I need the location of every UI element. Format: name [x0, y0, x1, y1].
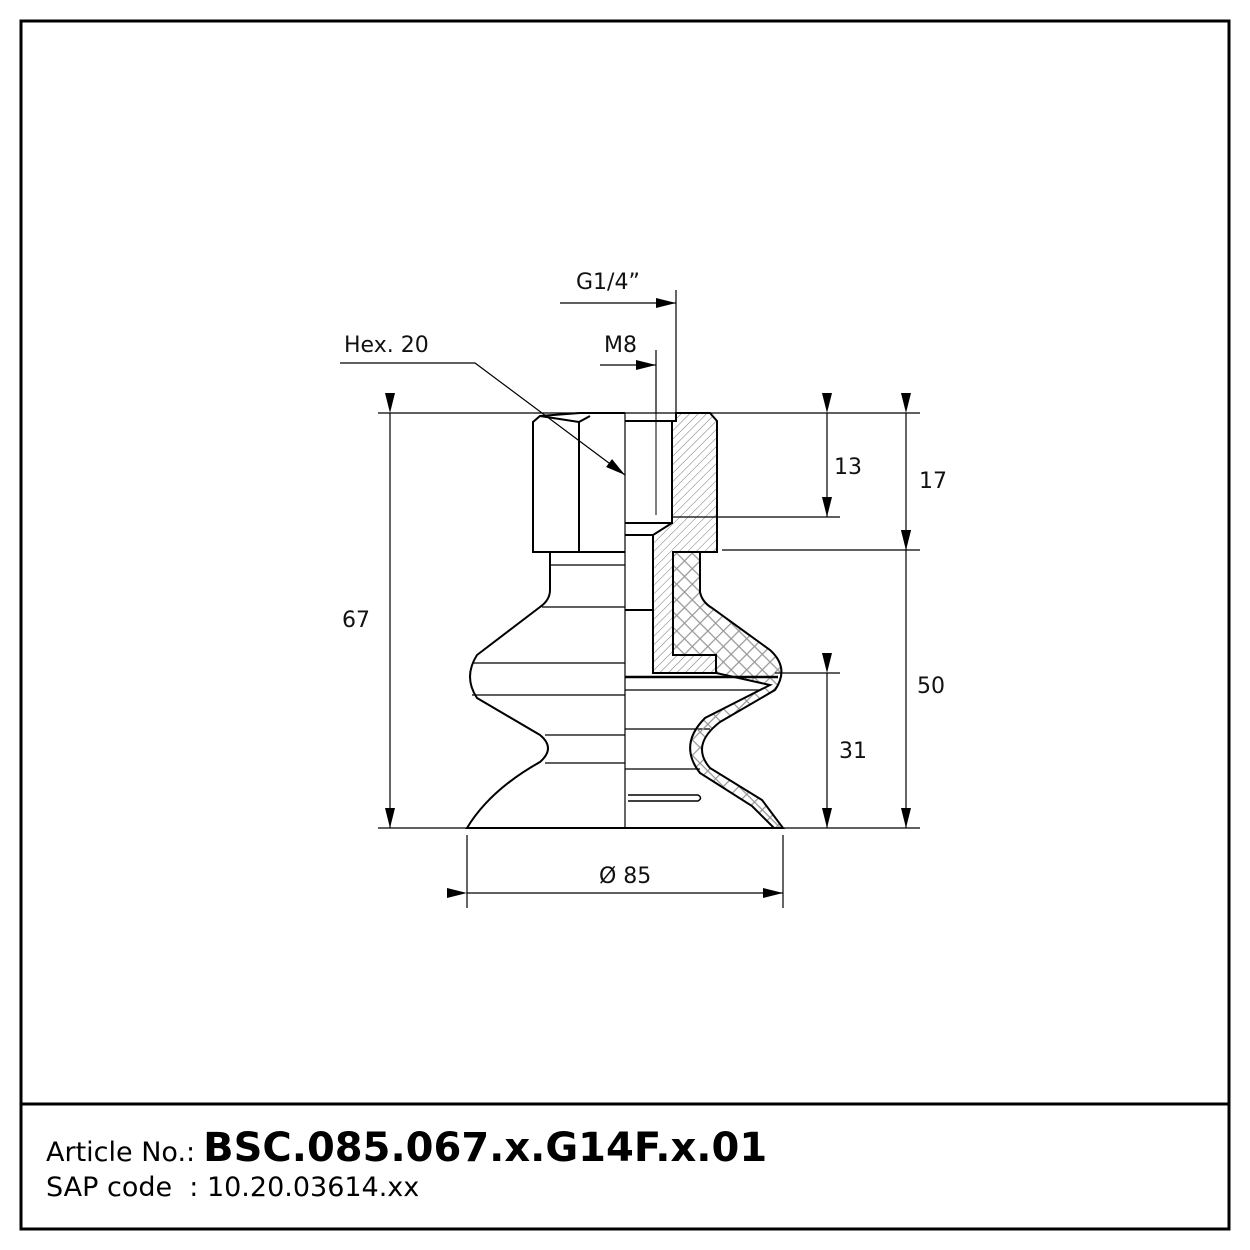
sap-row: SAP code : 10.20.03614.xx — [46, 1172, 419, 1203]
thread-outer-label: G1/4” — [576, 270, 640, 295]
section-view — [625, 412, 785, 829]
drawing-frame — [19, 19, 1231, 1231]
dim-total-height: 67 — [342, 608, 370, 633]
dim-hex-height: 17 — [919, 469, 947, 494]
thread-inner-label: M8 — [604, 333, 637, 358]
suction-cup-outline — [465, 412, 783, 829]
dim-diameter: Ø 85 — [599, 864, 651, 889]
rubber-crosshatch — [672, 551, 785, 829]
dimension-lines — [340, 290, 920, 908]
sap-code: 10.20.03614.xx — [206, 1172, 420, 1203]
dim-bellows-height: 50 — [917, 674, 945, 699]
dim-thread-depth: 13 — [834, 455, 862, 480]
hex-label: Hex. 20 — [344, 333, 429, 358]
sap-label: SAP code : — [46, 1172, 199, 1203]
article-number: BSC.085.067.x.G14F.x.01 — [203, 1125, 768, 1171]
article-label: Article No.: — [46, 1137, 196, 1168]
article-row: Article No.:BSC.085.067.x.G14F.x.01 — [46, 1125, 767, 1171]
dim-lower-height: 31 — [839, 739, 867, 764]
